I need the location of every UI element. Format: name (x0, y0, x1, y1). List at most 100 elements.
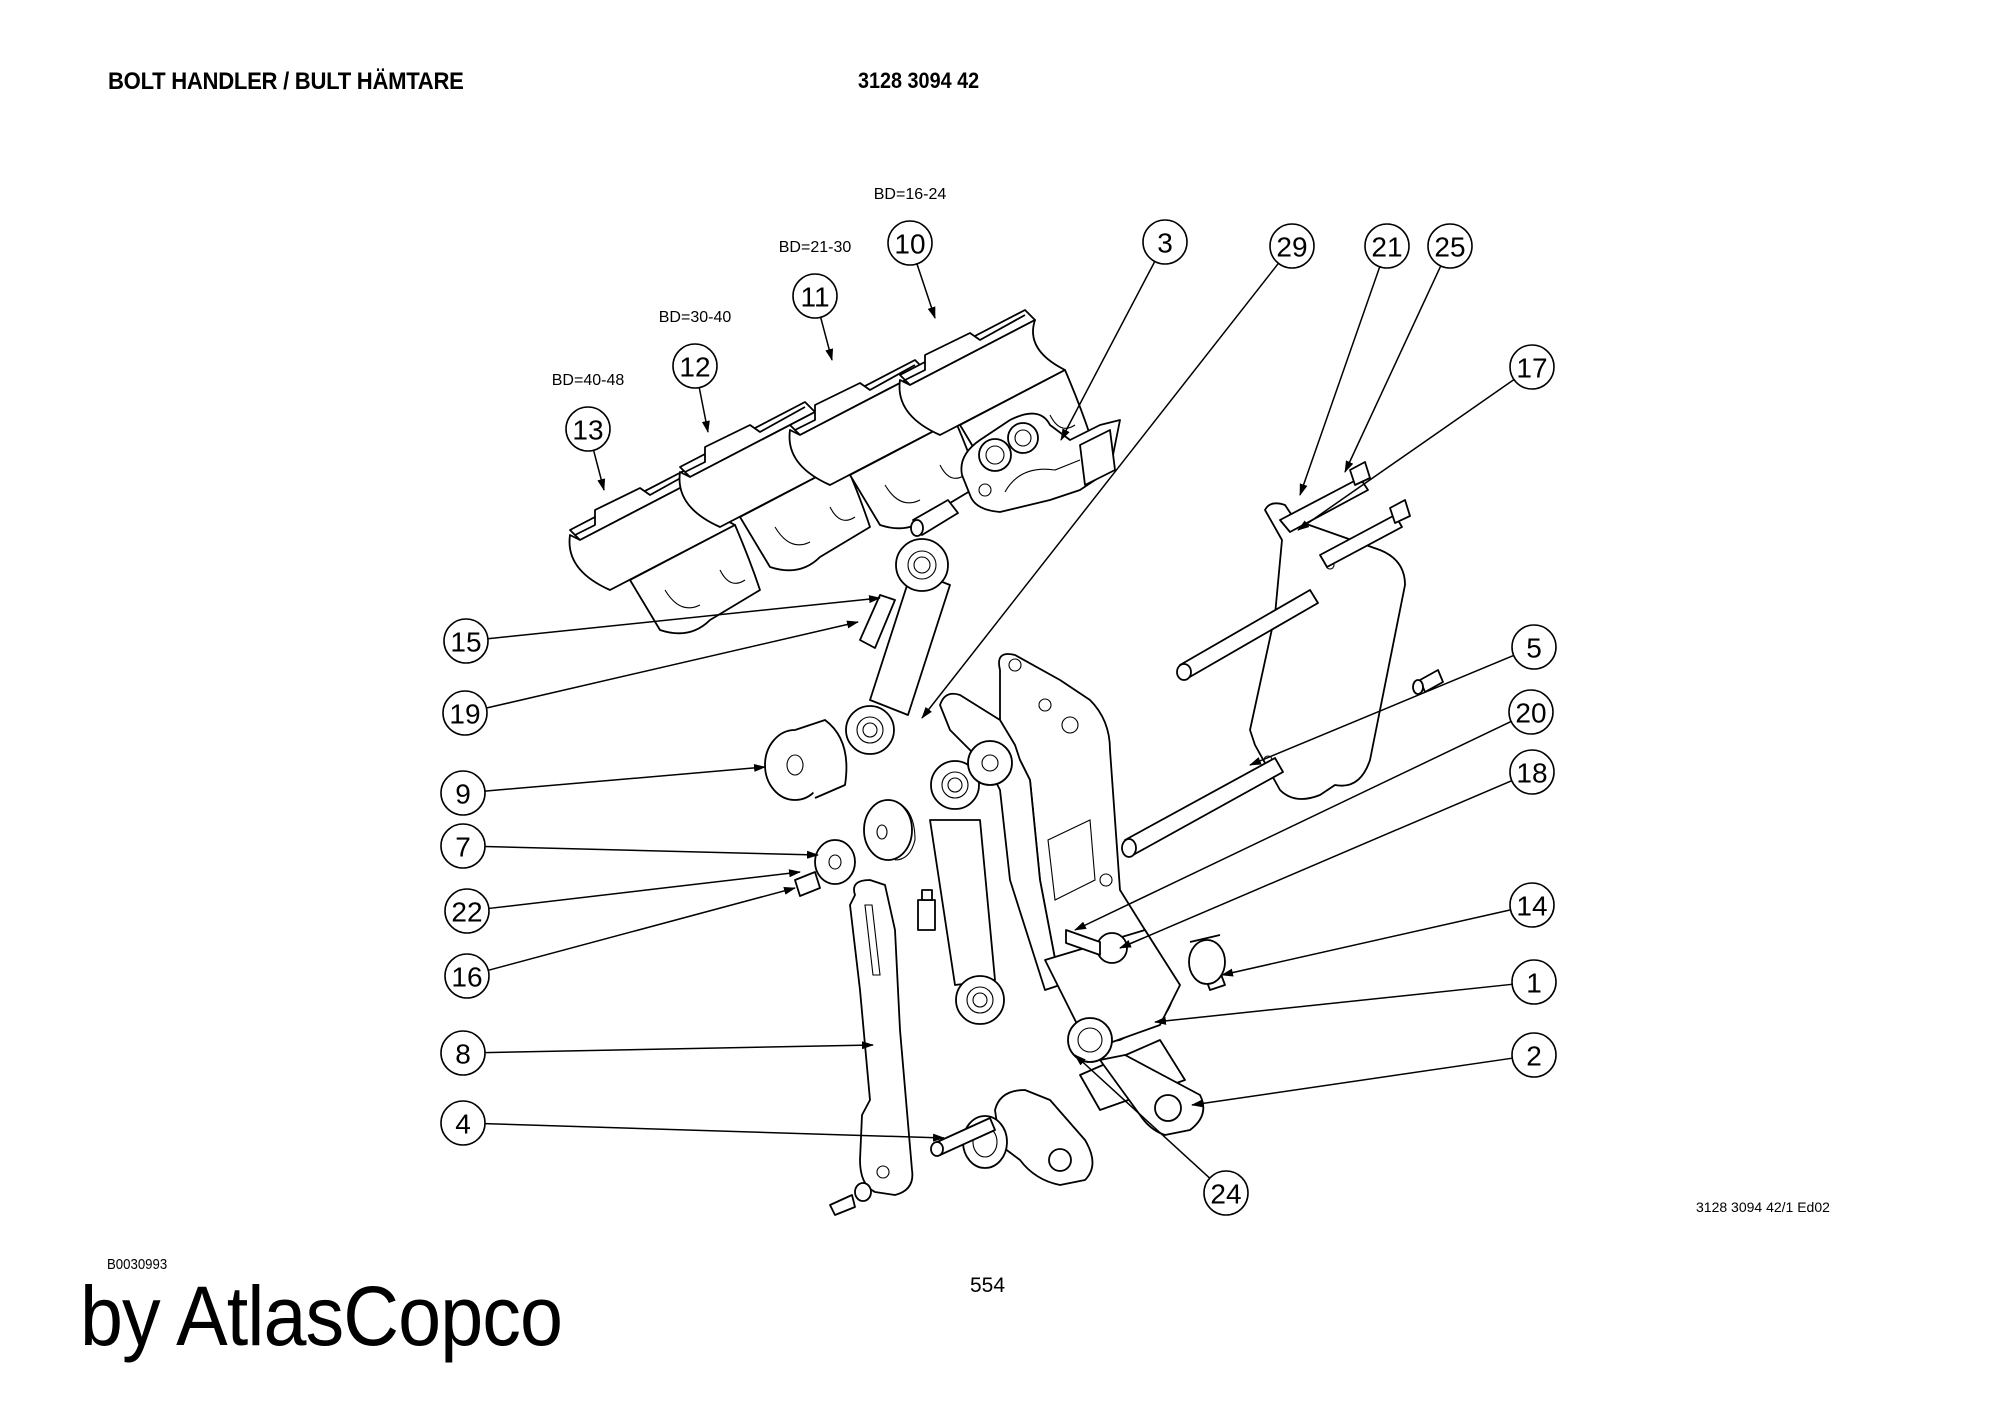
size-range-label-11: BD=21-30 (779, 239, 852, 256)
size-range-label-13: BD=40-48 (552, 372, 625, 389)
lower-yoke (930, 1039, 1205, 1186)
callout-19: 19 (442, 620, 859, 736)
callout-number: 11 (800, 282, 829, 313)
callout-bubble (1269, 223, 1315, 269)
callout-5: 5 (1249, 624, 1557, 766)
callout-bubble (440, 770, 486, 816)
callout-bubble (443, 618, 489, 664)
callout-18: 18 (1119, 749, 1555, 949)
callout-2: 2 (1191, 1032, 1557, 1108)
callout-number: 7 (455, 832, 471, 863)
callout-number: 5 (1526, 633, 1542, 664)
callout-bubble (444, 953, 490, 999)
callout-bubble (887, 220, 933, 266)
leader-line (1249, 654, 1514, 766)
size-range-label-12: BD=30-40 (659, 309, 732, 326)
callout-number: 9 (455, 779, 471, 810)
callout-11: 11 (792, 273, 838, 361)
bolt-handler-body (960, 412, 1121, 513)
callout-number: 19 (449, 699, 480, 730)
callout-number: 4 (455, 1109, 471, 1140)
callout-bubble (1511, 624, 1557, 670)
callout-number: 13 (572, 415, 603, 446)
leader-line (487, 595, 881, 640)
leader-line (1221, 909, 1511, 977)
callout-bubble (1508, 689, 1554, 735)
drawing-code: 3128 3094 42/1 Ed02 (1696, 1199, 1830, 1215)
callout-bubble (672, 343, 718, 389)
washer (794, 839, 856, 897)
callout-number: 8 (455, 1039, 471, 1070)
callout-number: 29 (1276, 232, 1307, 263)
callout-3: 3 (1060, 219, 1188, 441)
callout-bubble (1142, 219, 1188, 265)
leader-line (921, 262, 1280, 719)
callout-number: 10 (894, 229, 925, 260)
leader-line (1191, 1057, 1513, 1108)
callout-15: 15 (443, 595, 881, 664)
callout-21: 21 (1299, 223, 1410, 496)
leader-line (592, 450, 606, 491)
callout-bubble (1509, 749, 1555, 795)
leader-line (698, 387, 710, 433)
leader-line (484, 845, 819, 859)
upper-cylinder (845, 538, 951, 755)
pin-18 (1065, 929, 1128, 964)
callout-16: 16 (444, 886, 796, 999)
bushing (1188, 934, 1226, 991)
callout-number: 18 (1516, 758, 1547, 789)
leader-line (1119, 779, 1513, 949)
callout-number: 22 (451, 897, 482, 928)
brand-watermark: by AtlasCopco (80, 1269, 563, 1363)
callout-number: 21 (1371, 232, 1402, 263)
roller (764, 719, 848, 801)
pin (910, 499, 959, 537)
callout-bubble (440, 1100, 486, 1146)
callout-number: 25 (1434, 232, 1465, 263)
callout-number: 17 (1516, 353, 1547, 384)
leader-line (1074, 1054, 1211, 1179)
leader-line (1074, 720, 1512, 931)
leader-line (488, 869, 801, 910)
callout-bubble (440, 1030, 486, 1076)
leader-line (916, 263, 936, 319)
callout-8: 8 (440, 1030, 874, 1076)
callout-17: 17 (1297, 344, 1555, 531)
callout-bubble (1511, 1032, 1557, 1078)
callout-22: 22 (444, 869, 801, 934)
callout-number: 12 (679, 352, 710, 383)
callout-7: 7 (440, 823, 819, 869)
callout-9: 9 (440, 763, 766, 816)
page-number: 554 (970, 1274, 1006, 1297)
leader-line (1154, 983, 1513, 1025)
callout-20: 20 (1074, 689, 1554, 931)
callout-bubble (1203, 1170, 1249, 1216)
callout-bubble (1364, 223, 1410, 269)
callout-13: 13 (565, 406, 611, 491)
callout-number: 24 (1210, 1179, 1241, 1210)
mounting-plate (1176, 461, 1444, 800)
leader-line (484, 763, 766, 792)
lower-cylinder (917, 740, 1013, 1025)
callout-10: 10 (887, 220, 936, 319)
callout-number: 20 (1515, 698, 1546, 729)
callout-bubble (565, 406, 611, 452)
callout-bubble (440, 823, 486, 869)
callout-number: 3 (1157, 228, 1173, 259)
callout-1: 1 (1154, 959, 1557, 1025)
leader-line (1299, 266, 1381, 496)
callout-bubble (1427, 223, 1473, 269)
size-range-label-10: BD=16-24 (874, 186, 947, 203)
callout-bubble (442, 690, 488, 736)
leader-line (1297, 378, 1515, 531)
part-number: 3128 3094 42 (858, 68, 980, 93)
page-title: BOLT HANDLER / BULT HÄMTARE (108, 68, 464, 95)
callout-29: 29 (921, 223, 1315, 719)
callout-12: 12 (672, 343, 718, 433)
callout-number: 14 (1516, 891, 1547, 922)
leader-line (488, 886, 796, 972)
callout-25: 25 (1344, 223, 1473, 473)
callout-bubble (792, 273, 838, 319)
callout-4: 4 (440, 1100, 945, 1146)
